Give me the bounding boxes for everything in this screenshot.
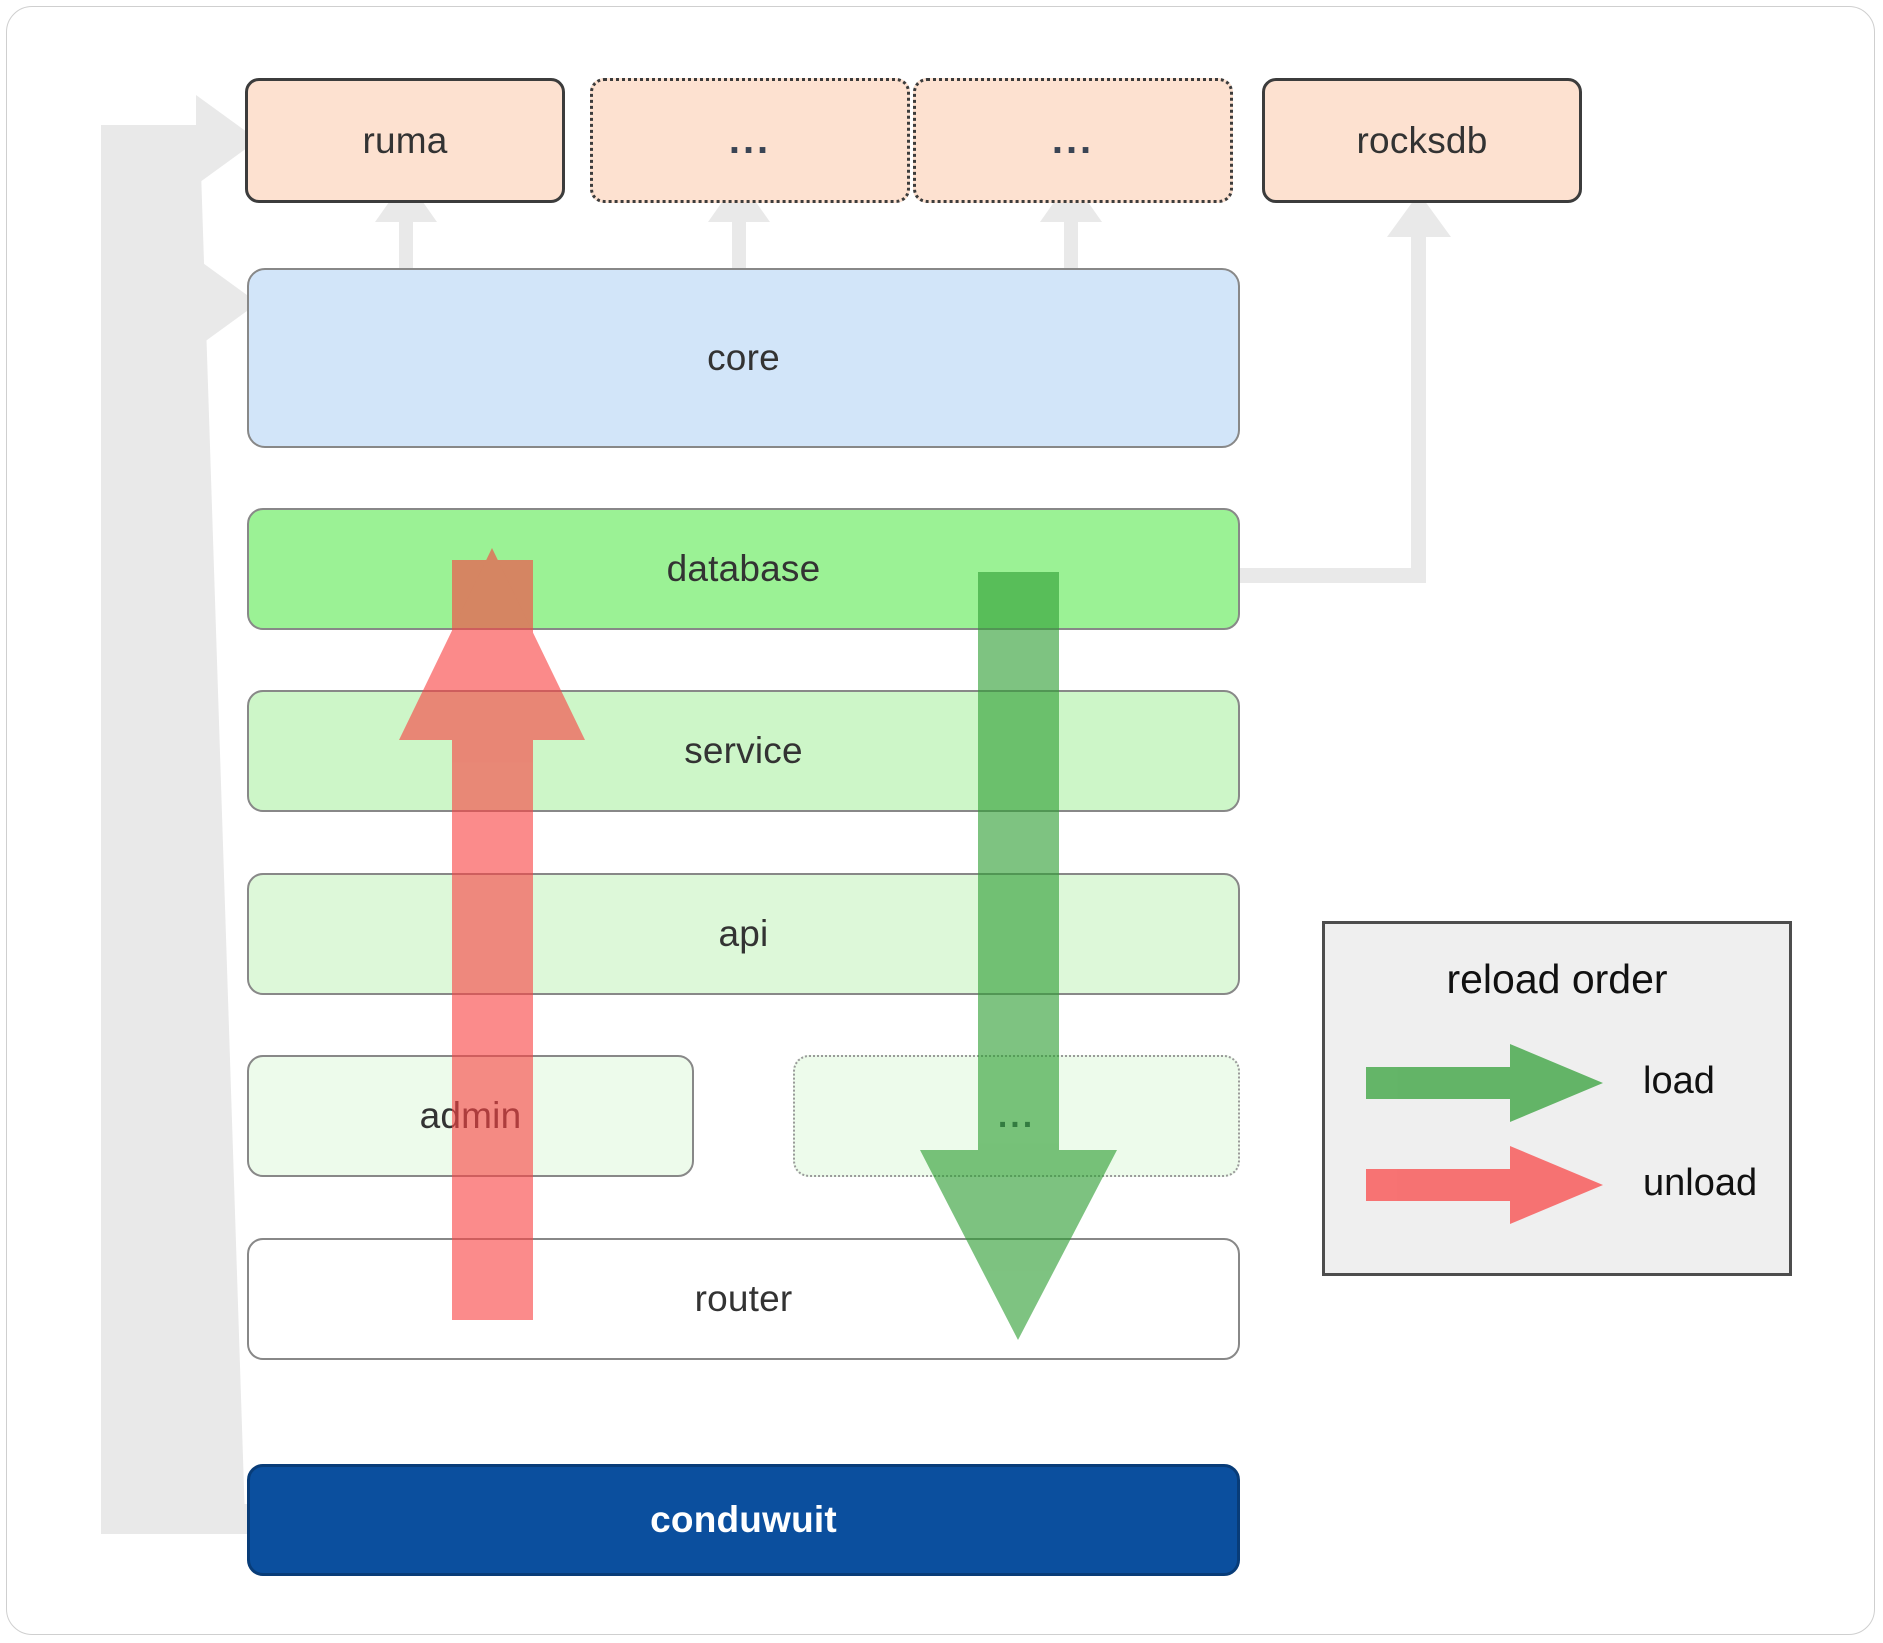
node-ruma[interactable]: ruma (245, 78, 565, 203)
diagram-card (6, 6, 1875, 1635)
ellipsis-glyph: ... (997, 1096, 1036, 1135)
node-conduwuit[interactable]: conduwuit (247, 1464, 1240, 1576)
node-service[interactable]: service (247, 690, 1240, 812)
legend-unload-label: unload (1643, 1162, 1758, 1204)
node-ellipsis-c[interactable]: ... (793, 1055, 1240, 1177)
node-core[interactable]: core (247, 268, 1240, 448)
node-ellipsis-b[interactable]: ... (913, 78, 1233, 203)
node-ellipsis-a[interactable]: ... (590, 78, 910, 203)
node-rocksdb[interactable]: rocksdb (1262, 78, 1582, 203)
ellipsis-glyph: ... (728, 118, 772, 162)
node-database[interactable]: database (247, 508, 1240, 630)
legend-load-arrow (1366, 1044, 1603, 1122)
legend-panel: reload order load unload (1322, 921, 1792, 1276)
node-router[interactable]: router (247, 1238, 1240, 1360)
node-admin[interactable]: admin (247, 1055, 694, 1177)
legend-load-label: load (1643, 1060, 1715, 1102)
legend-arrow-graphics (1366, 1044, 1603, 1224)
legend-title: reload order (1446, 956, 1668, 1002)
node-api[interactable]: api (247, 873, 1240, 995)
legend-unload-arrow (1366, 1146, 1603, 1224)
ellipsis-glyph: ... (1051, 118, 1095, 162)
